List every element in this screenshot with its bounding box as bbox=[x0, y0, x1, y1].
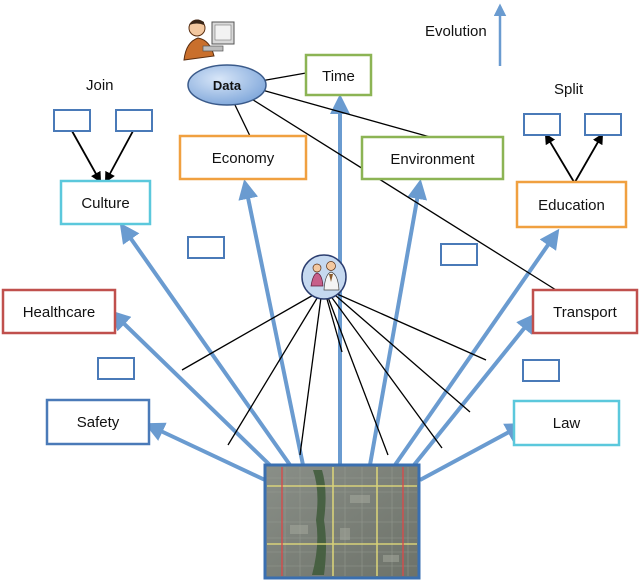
city-satellite-map bbox=[263, 463, 421, 580]
split-label: Split bbox=[554, 81, 584, 98]
svg-text:Law: Law bbox=[553, 415, 581, 432]
svg-text:Healthcare: Healthcare bbox=[23, 304, 96, 321]
svg-text:Transport: Transport bbox=[553, 304, 617, 321]
join-label: Join bbox=[86, 77, 114, 94]
join-arrows bbox=[71, 130, 134, 183]
box-transport: Transport bbox=[531, 288, 639, 335]
box-economy: Economy bbox=[178, 134, 308, 181]
box-time: Time bbox=[304, 53, 373, 97]
arrow-to-economy bbox=[238, 179, 305, 466]
small-box-left-low bbox=[97, 357, 135, 380]
svg-text:Time: Time bbox=[322, 68, 355, 85]
svg-text:Culture: Culture bbox=[81, 195, 129, 212]
small-box-right-low bbox=[522, 359, 560, 382]
box-healthcare: Healthcare bbox=[1, 288, 117, 335]
small-box-left-mid bbox=[187, 236, 225, 259]
box-culture: Culture bbox=[59, 179, 152, 226]
join-source-box-right bbox=[115, 109, 153, 132]
people-links bbox=[181, 288, 487, 456]
box-environment: Environment bbox=[360, 135, 505, 181]
people-group-icon bbox=[301, 254, 347, 300]
small-boxes bbox=[53, 109, 622, 382]
box-education: Education bbox=[515, 180, 628, 229]
split-arrows bbox=[544, 133, 604, 183]
map-arrows bbox=[110, 94, 560, 482]
svg-text:Data: Data bbox=[213, 78, 242, 93]
data-links bbox=[234, 72, 557, 291]
split-target-box-left bbox=[523, 113, 561, 136]
svg-text:Education: Education bbox=[538, 197, 605, 214]
box-safety: Safety bbox=[45, 398, 151, 446]
small-box-right-mid bbox=[440, 243, 478, 266]
join-source-box-left bbox=[53, 109, 91, 132]
evolution-label: Evolution bbox=[425, 23, 487, 40]
data-ellipse: Data bbox=[187, 64, 267, 106]
arrow-to-culture bbox=[119, 222, 292, 467]
svg-text:Environment: Environment bbox=[390, 151, 475, 168]
arrow-to-safety bbox=[144, 422, 266, 482]
arrow-to-healthcare bbox=[110, 310, 277, 472]
arrow-to-education bbox=[393, 228, 560, 467]
svg-text:Safety: Safety bbox=[77, 414, 120, 431]
arrow-to-law bbox=[419, 423, 526, 482]
split-target-box-right bbox=[584, 113, 622, 136]
box-law: Law bbox=[512, 399, 621, 447]
person-at-computer-icon bbox=[183, 19, 235, 61]
arrow-to-environment bbox=[368, 179, 428, 466]
arrow-to-transport bbox=[408, 312, 537, 472]
svg-text:Economy: Economy bbox=[212, 150, 275, 167]
